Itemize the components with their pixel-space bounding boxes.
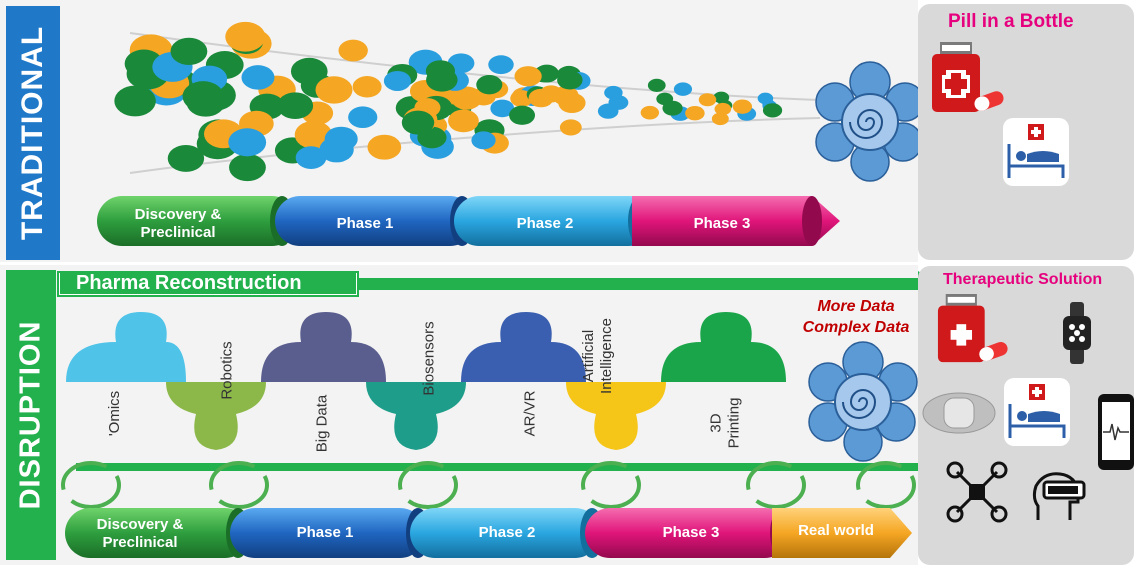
funnel-dot bbox=[367, 134, 402, 160]
funnel-dot bbox=[167, 144, 205, 172]
funnel-dot bbox=[295, 146, 327, 170]
funnel-dot bbox=[711, 112, 729, 126]
tech-omics: 'Omics bbox=[106, 390, 124, 437]
funnel-dot bbox=[673, 82, 693, 96]
funnel-dot bbox=[315, 76, 353, 104]
funnel-dot bbox=[471, 131, 496, 150]
hospital-bed-icon bbox=[1003, 118, 1069, 186]
funnel-dot bbox=[488, 55, 514, 75]
funnel-dot bbox=[476, 74, 503, 95]
dis-stage-phase3: Phase 3 bbox=[662, 524, 720, 541]
cycle-arrows-row bbox=[61, 461, 926, 509]
disruption-label: DISRUPTION bbox=[14, 320, 47, 510]
tech-ar-vr: AR/VR bbox=[521, 390, 539, 437]
funnel-dot bbox=[698, 93, 717, 107]
funnel-dot bbox=[640, 105, 660, 120]
tech-big-data: Big Data bbox=[313, 394, 331, 453]
traditional-side-bar: TRADITIONAL bbox=[6, 6, 60, 260]
traditional-label: TRADITIONAL bbox=[16, 25, 49, 241]
funnel-dot bbox=[401, 110, 435, 135]
circular-arrows-icon bbox=[581, 461, 641, 509]
dis-stage-phase1: Phase 1 bbox=[296, 524, 354, 541]
funnel-dot bbox=[762, 103, 783, 118]
funnel-dot bbox=[509, 105, 536, 125]
disruption-pipeline bbox=[65, 508, 912, 558]
tech-artificial-intelligence: Artificial Intelligence bbox=[579, 318, 615, 394]
funnel-dot bbox=[324, 126, 358, 152]
funnel-dot bbox=[352, 76, 382, 98]
therapeutic-solution-title: Therapeutic Solution bbox=[943, 271, 1103, 288]
trad-stage-discovery: Discovery & Preclinical bbox=[134, 206, 222, 241]
disruption-flower-graphic bbox=[808, 341, 918, 462]
medicine-bottle-icon-2 bbox=[937, 294, 1008, 363]
funnel-dot bbox=[114, 85, 156, 117]
funnel-dot bbox=[241, 65, 275, 90]
traditional-funnel bbox=[114, 21, 821, 182]
traditional-pipeline bbox=[97, 196, 840, 246]
funnel-dot bbox=[528, 88, 554, 108]
circular-arrows-icon bbox=[746, 461, 806, 509]
circular-arrows-icon bbox=[209, 461, 269, 509]
funnel-dot bbox=[604, 85, 623, 100]
funnel-dot bbox=[182, 81, 224, 112]
medicine-bottle-icon bbox=[932, 42, 1004, 112]
funnel-dot bbox=[450, 86, 483, 110]
funnel-dot bbox=[490, 99, 515, 118]
funnel-dot bbox=[294, 120, 333, 149]
smartwatch-icon bbox=[1063, 302, 1091, 364]
funnel-dot bbox=[277, 92, 314, 119]
funnel-dot bbox=[557, 70, 583, 90]
pharma-reconstruction-label: Pharma Reconstruction bbox=[60, 272, 356, 294]
funnel-dot bbox=[662, 100, 683, 116]
funnel-dot bbox=[713, 91, 730, 104]
trad-stage-phase3: Phase 3 bbox=[693, 215, 751, 232]
funnel-dot bbox=[714, 102, 732, 116]
funnel-dot bbox=[647, 78, 666, 92]
dis-stage-real-world: Real world bbox=[798, 522, 874, 539]
funnel-dot bbox=[228, 128, 267, 157]
funnel-dot bbox=[225, 21, 266, 52]
more-data-callout: More Data Complex Data bbox=[802, 298, 910, 336]
vr-headset-icon bbox=[1032, 472, 1086, 520]
funnel-dot bbox=[426, 68, 458, 92]
tech-robotics: Robotics bbox=[218, 341, 236, 400]
circular-arrows-icon bbox=[398, 461, 458, 509]
circular-arrows-icon bbox=[61, 461, 121, 509]
funnel-dot bbox=[338, 39, 368, 62]
funnel-dot bbox=[732, 99, 753, 114]
wearable-patch-icon bbox=[922, 392, 996, 434]
circular-arrows-icon bbox=[856, 461, 916, 509]
funnel-dot bbox=[448, 109, 479, 133]
funnel-dot bbox=[170, 37, 208, 66]
trad-stage-phase1: Phase 1 bbox=[336, 215, 394, 232]
dis-stage-discovery: Discovery & Preclinical bbox=[96, 516, 184, 551]
funnel-dot bbox=[514, 66, 542, 87]
tech-3d-printing: 3D Printing bbox=[707, 397, 743, 449]
hospital-bed-icon-2 bbox=[1004, 378, 1070, 446]
funnel-dot bbox=[229, 153, 266, 182]
trad-stage-phase2: Phase 2 bbox=[516, 215, 574, 232]
dis-stage-phase2: Phase 2 bbox=[478, 524, 536, 541]
pill-in-bottle-title: Pill in a Bottle bbox=[948, 11, 1074, 32]
technology-puzzle-chain bbox=[66, 312, 786, 450]
funnel-dot bbox=[348, 106, 378, 129]
funnel-dot bbox=[685, 105, 705, 121]
drone-icon bbox=[946, 461, 1008, 523]
traditional-flower-graphic bbox=[815, 61, 925, 182]
funnel-dot bbox=[383, 70, 411, 91]
funnel-dot bbox=[559, 119, 582, 136]
tech-biosensors: Biosensors bbox=[420, 321, 438, 396]
disruption-side-bar: DISRUPTION bbox=[6, 270, 56, 560]
smartphone-ecg-icon bbox=[1098, 394, 1134, 470]
